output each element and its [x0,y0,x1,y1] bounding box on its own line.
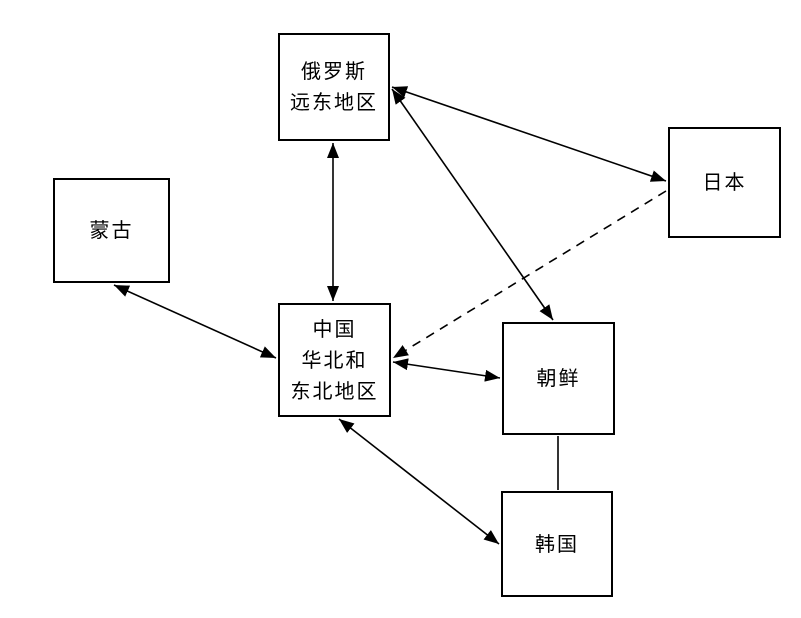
edge-russia-far-east--north-korea [391,88,554,321]
node-mongolia: 蒙古 [53,178,170,283]
edge-russia-far-east--japan [391,86,667,182]
edge-mongolia--china-north-northeast [113,284,277,359]
node-japan: 日本 [668,127,781,238]
edge-china-north-northeast--north-korea [392,358,501,382]
edge-china-north-northeast--south-korea [338,418,500,545]
node-russia-far-east: 俄罗斯 远东地区 [278,33,390,141]
node-north-korea: 朝鲜 [502,322,615,435]
node-south-korea: 韩国 [501,491,613,597]
node-china-north-northeast: 中国 华北和 东北地区 [278,303,391,417]
